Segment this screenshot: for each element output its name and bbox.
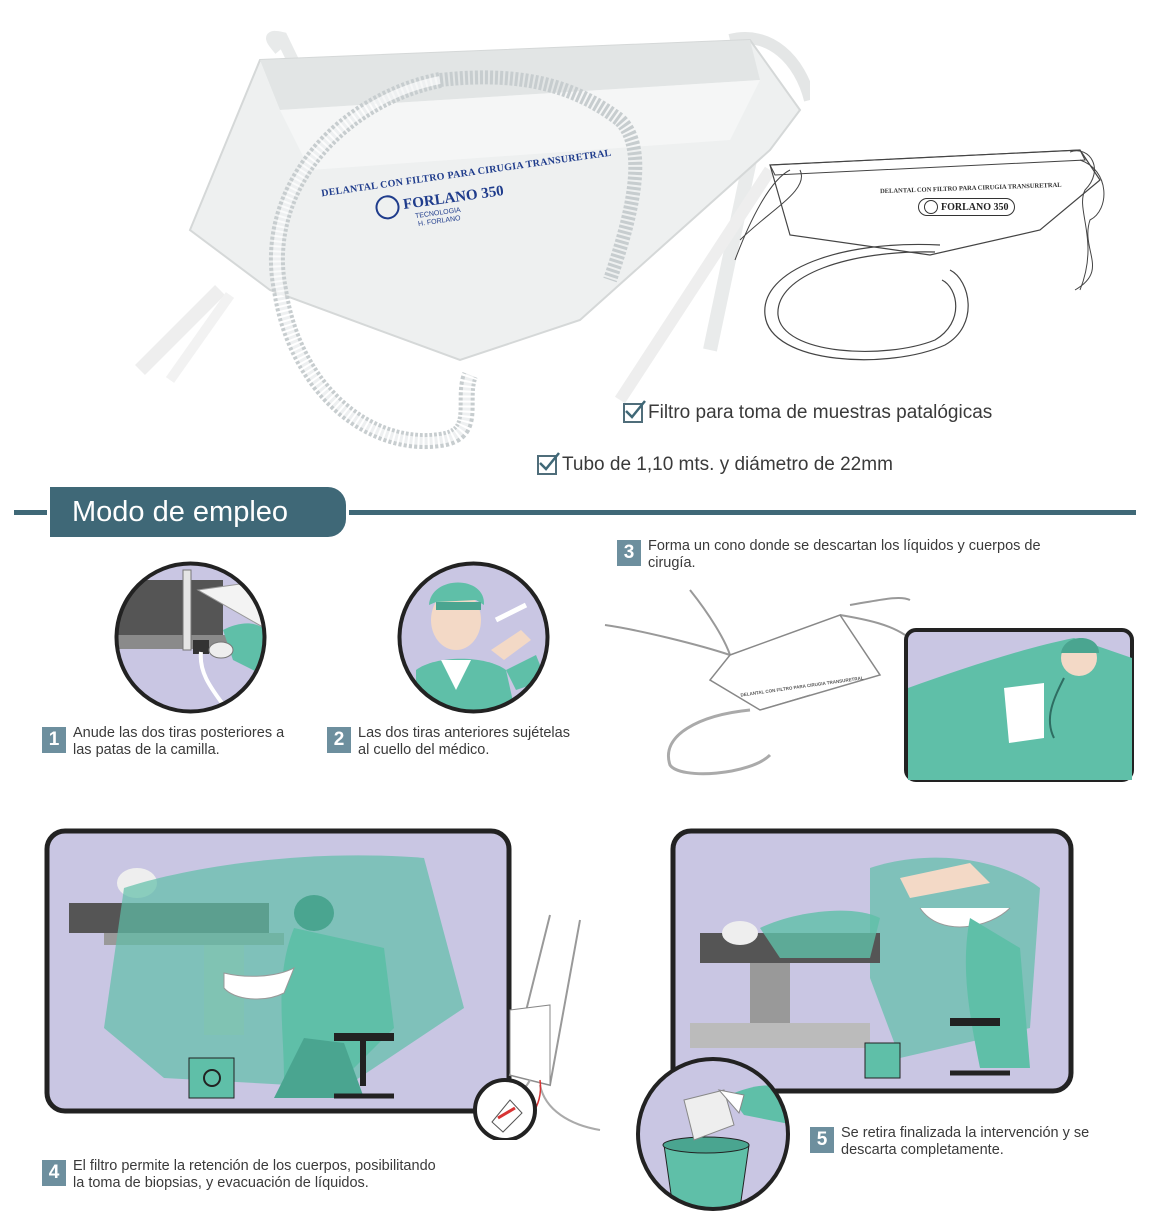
step-1: 1 Anude las dos tiras posteriores a las … xyxy=(42,725,284,759)
step5-illustration xyxy=(670,828,1074,1094)
step-number: 5 xyxy=(810,1127,834,1153)
feature-item: Filtro para toma de muestras patalógicas xyxy=(623,400,993,424)
step2-illustration xyxy=(396,560,551,715)
step-text: El filtro permite la retención de los cu… xyxy=(73,1158,436,1191)
step-number: 4 xyxy=(42,1160,66,1186)
step-number: 1 xyxy=(42,727,66,753)
step-text: Anude las dos tiras posteriores a las pa… xyxy=(73,725,285,758)
step-4: 4 El filtro permite la retención de los … xyxy=(42,1158,436,1192)
drawing-brand-name: FORLANO 350 xyxy=(941,201,1009,213)
step4-filter-drawing xyxy=(470,910,620,1140)
checkmark-icon xyxy=(623,400,646,423)
section-title: Modo de empleo xyxy=(50,487,346,537)
brand-seal-icon xyxy=(373,193,402,221)
feature-text: Tubo de 1,10 mts. y diámetro de 22mm xyxy=(562,454,893,475)
step-text: Se retira finalizada la intervención y s… xyxy=(841,1125,1090,1158)
step-number: 3 xyxy=(617,540,641,566)
step1-illustration xyxy=(113,560,268,715)
checkmark-icon xyxy=(537,452,560,475)
step-number: 2 xyxy=(327,727,351,753)
step3-cone-drawing xyxy=(600,585,920,785)
drawing-brand: FORLANO 350 xyxy=(918,198,1015,216)
step-5: 5 Se retira finalizada la intervención y… xyxy=(810,1125,1089,1159)
step-3: 3 Forma un cono donde se descartan los l… xyxy=(617,538,1041,572)
feature-item: Tubo de 1,10 mts. y diámetro de 22mm xyxy=(537,452,893,476)
step-2: 2 Las dos tiras anteriores sujételas al … xyxy=(327,725,570,759)
apron-photo: DELANTAL CON FILTRO PARA CIRUGIA TRANSUR… xyxy=(110,20,810,460)
feature-text: Filtro para toma de muestras patalógicas xyxy=(648,402,993,423)
step-text: Las dos tiras anteriores sujételas al cu… xyxy=(358,725,570,758)
section-divider xyxy=(14,510,1136,515)
step5-disposal-closeup xyxy=(634,1055,792,1213)
step3-photo xyxy=(904,628,1134,782)
step4-illustration xyxy=(44,828,512,1114)
apron-line-drawing: DELANTAL CON FILTRO PARA CIRUGIA TRANSUR… xyxy=(730,130,1120,380)
drawing-seal-icon xyxy=(924,200,938,214)
step-text: Forma un cono donde se descartan los líq… xyxy=(648,538,1041,571)
